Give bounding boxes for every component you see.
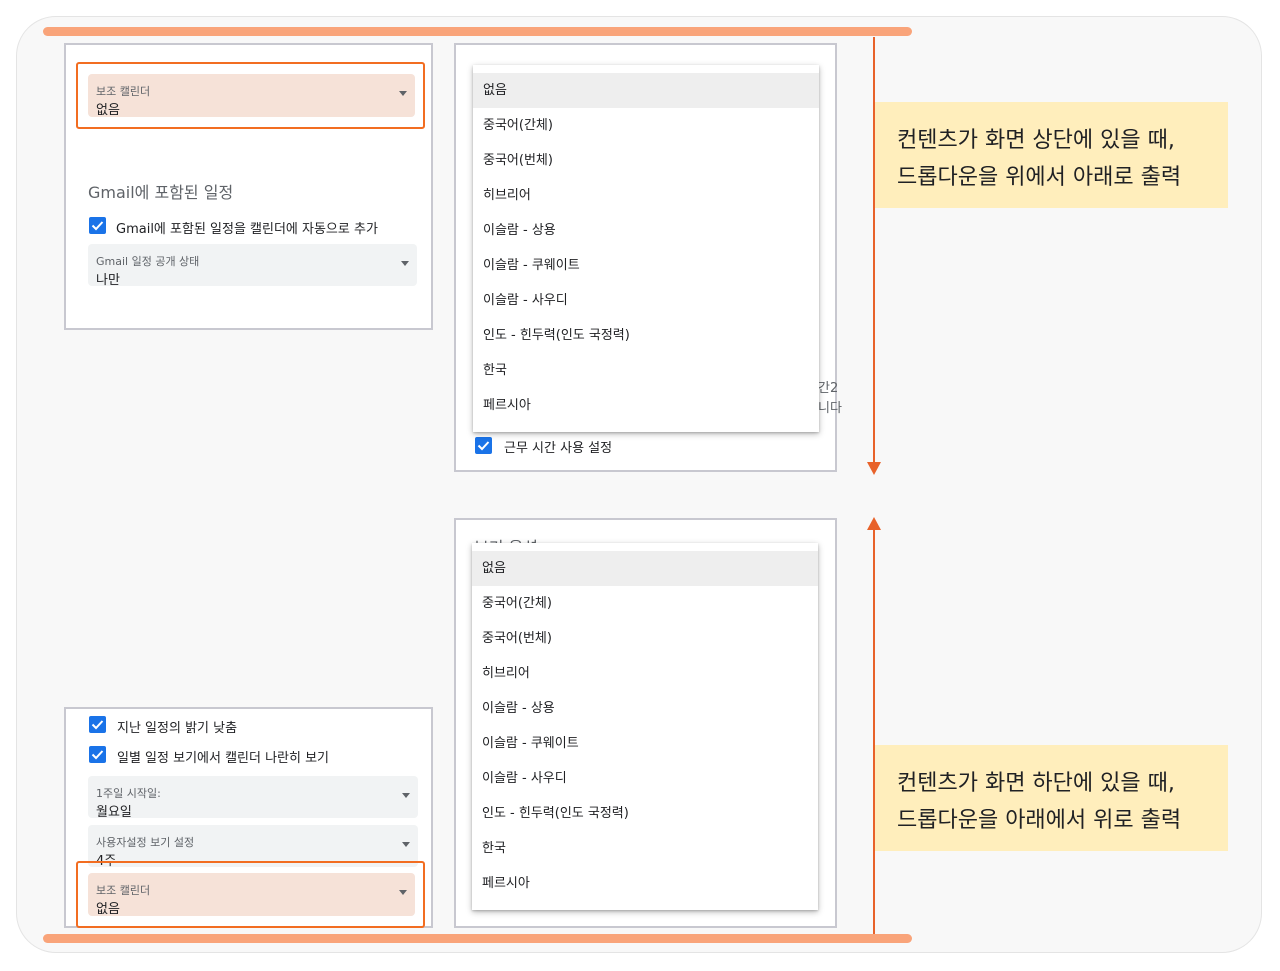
dropdown-option[interactable]: 중국어(번체)	[482, 631, 552, 646]
dropdown-option[interactable]: 인도 - 힌두력(인도 국정력)	[483, 328, 630, 343]
select-label: 보조 캘린더	[96, 85, 151, 98]
dropdown-option[interactable]: 중국어(간체)	[482, 596, 552, 611]
dim-past-events-label: 지난 일정의 밝기 낮춤	[117, 721, 238, 736]
dropdown-arrow-icon	[399, 91, 407, 96]
secondary-calendar-highlight: 보조 캘린더 없음	[76, 62, 425, 129]
side-by-side-checkbox[interactable]	[89, 746, 106, 763]
dropdown-arrow-icon	[402, 842, 410, 847]
select-value: 월요일	[96, 805, 132, 820]
peek-text: 간2	[818, 381, 839, 396]
alternate-calendar-dropdown-menu: 없음 중국어(간체) 중국어(번체) 히브리어 이슬람 - 상용 이슬람 - 쿠…	[472, 543, 818, 910]
note-line: 컨텐츠가 화면 상단에 있을 때,	[897, 128, 1175, 153]
secondary-calendar-select[interactable]: 보조 캘린더 없음	[88, 873, 415, 917]
note-line: 컨텐츠가 화면 하단에 있을 때,	[897, 771, 1175, 796]
bottom-accent-bar	[43, 934, 912, 943]
top-accent-bar	[43, 27, 912, 36]
top-right-settings-panel: 간2 니다 근무 시간 사용 설정 없음 중국어(간체) 중국어(번체) 히브리…	[454, 43, 842, 472]
dropdown-option[interactable]: 이슬람 - 상용	[483, 223, 556, 238]
top-annotation-note: 컨텐츠가 화면 상단에 있을 때, 드롭다운을 위에서 아래로 출력	[875, 102, 1228, 208]
dim-past-events-checkbox[interactable]	[89, 716, 106, 733]
dropdown-option[interactable]: 이슬람 - 사우디	[483, 293, 568, 308]
dropdown-arrow-icon	[401, 261, 409, 266]
dropdown-option[interactable]: 이슬람 - 사우디	[482, 771, 567, 786]
bottom-annotation-note: 컨텐츠가 화면 하단에 있을 때, 드롭다운을 아래에서 위로 출력	[875, 745, 1228, 851]
custom-view-select[interactable]: 사용자설정 보기 설정 4주	[88, 825, 418, 869]
dropdown-arrow-icon	[402, 793, 410, 798]
bottom-left-settings-panel: 지난 일정의 밝기 낮춤 일별 일정 보기에서 캘린더 나란히 보기 1주일 시…	[64, 707, 433, 928]
select-value: 나만	[96, 273, 120, 288]
dropdown-option[interactable]: 없음	[473, 73, 819, 108]
select-label: 1주일 시작일:	[96, 787, 161, 800]
dropdown-option[interactable]: 한국	[482, 841, 506, 856]
select-label: 보조 캘린더	[96, 884, 151, 897]
auto-add-checkbox-label: Gmail에 포함된 일정을 캘린더에 자동으로 추가	[116, 222, 378, 237]
dropdown-arrow-icon	[399, 890, 407, 895]
checkmark-icon	[477, 441, 490, 451]
auto-add-checkbox[interactable]	[89, 217, 106, 234]
dropdown-option[interactable]: 없음	[472, 551, 818, 586]
dropdown-option[interactable]: 이슬람 - 상용	[482, 701, 555, 716]
top-left-settings-panel: 보조 캘린더 없음 Gmail에 포함된 일정 Gmail에 포함된 일정을 캘…	[64, 43, 433, 330]
checkmark-icon	[91, 720, 104, 730]
note-line: 드롭다운을 아래에서 위로 출력	[897, 808, 1182, 833]
dropdown-option[interactable]: 인도 - 힌두력(인도 국정력)	[482, 806, 629, 821]
gmail-events-section-title: Gmail에 포함된 일정	[88, 183, 234, 202]
week-start-select[interactable]: 1주일 시작일: 월요일	[88, 776, 418, 820]
dropdown-option[interactable]: 페르시아	[482, 876, 530, 891]
select-label: Gmail 일정 공개 상태	[96, 255, 200, 268]
dropdown-option[interactable]: 이슬람 - 쿠웨이트	[483, 258, 580, 273]
dropdown-option[interactable]: 히브리어	[482, 666, 530, 681]
side-by-side-label: 일별 일정 보기에서 캘린더 나란히 보기	[117, 751, 330, 766]
down-arrow-line	[873, 37, 875, 464]
alternate-calendar-dropdown-menu: 없음 중국어(간체) 중국어(번체) 히브리어 이슬람 - 상용 이슬람 - 쿠…	[473, 65, 819, 432]
dropdown-option[interactable]: 페르시아	[483, 398, 531, 413]
down-arrow-icon	[867, 462, 881, 475]
select-value: 없음	[96, 902, 120, 917]
peek-text: 니다	[818, 401, 842, 416]
dropdown-option[interactable]: 중국어(간체)	[483, 118, 553, 133]
secondary-calendar-select[interactable]: 보조 캘린더 없음	[88, 74, 415, 118]
work-hours-checkbox[interactable]	[475, 437, 492, 454]
select-value: 없음	[96, 103, 120, 118]
checkmark-icon	[91, 221, 104, 231]
checkmark-icon	[91, 750, 104, 760]
up-arrow-icon	[867, 517, 881, 530]
note-line: 드롭다운을 위에서 아래로 출력	[897, 165, 1182, 190]
dropdown-option[interactable]: 한국	[483, 363, 507, 378]
dropdown-option[interactable]: 히브리어	[483, 188, 531, 203]
gmail-visibility-select[interactable]: Gmail 일정 공개 상태 나만	[88, 244, 417, 288]
dropdown-option[interactable]: 이슬람 - 쿠웨이트	[482, 736, 579, 751]
up-arrow-line	[873, 528, 875, 934]
select-label: 사용자설정 보기 설정	[96, 836, 195, 849]
work-hours-checkbox-label: 근무 시간 사용 설정	[504, 441, 613, 456]
dropdown-option[interactable]: 중국어(번체)	[483, 153, 553, 168]
bottom-right-settings-panel: 보기 옵션 없음 중국어(간체) 중국어(번체) 히브리어 이슬람 - 상용 이…	[454, 518, 837, 928]
secondary-calendar-highlight: 보조 캘린더 없음	[76, 861, 425, 928]
